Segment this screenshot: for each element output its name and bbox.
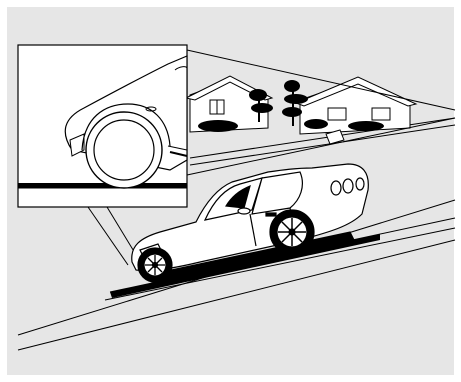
rear-hub: [289, 229, 295, 235]
taillight-1: [331, 181, 341, 195]
tree-2b: [284, 94, 308, 104]
house-right-window: [328, 108, 346, 120]
front-hub: [153, 263, 158, 268]
inset-detail: [18, 45, 187, 207]
inset-curb: [18, 183, 187, 188]
shrub-right: [348, 121, 384, 131]
taillight-3: [356, 178, 364, 190]
shrub-left: [198, 120, 238, 132]
tree-1b: [251, 103, 273, 113]
shrub-mid: [304, 119, 328, 129]
tree-1-trunk: [258, 96, 260, 122]
side-mirror: [238, 208, 250, 214]
door-handle: [266, 213, 276, 216]
tree-2-trunk: [292, 86, 294, 126]
inset-rim: [94, 120, 154, 180]
taillight-2: [343, 179, 353, 193]
house-right-window-2: [372, 108, 390, 120]
